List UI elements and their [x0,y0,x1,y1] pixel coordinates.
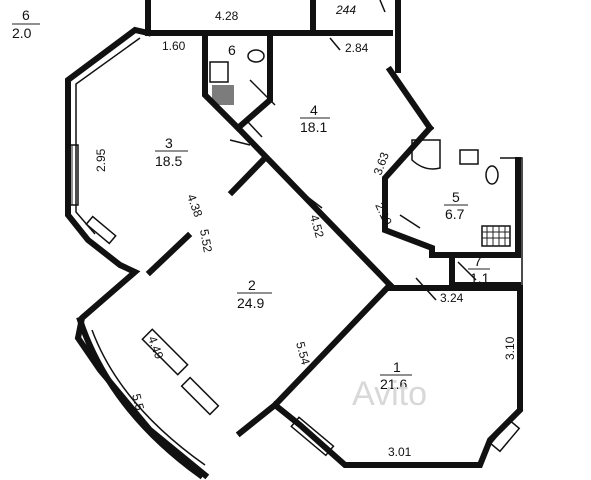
wall-3-2-upper [227,153,270,197]
wall-bath5 [382,123,521,258]
room-5-area: 6.7 [445,206,465,222]
dim-310: 3.10 [503,336,517,360]
wall-balcony-inner [91,329,206,466]
dim-324: 3.24 [440,291,464,305]
windows [65,144,521,457]
wall-bath5-inner [500,157,523,290]
room-7-area: 1.1 [470,270,490,286]
room-3-area: 18.5 [155,153,182,169]
toilet-icon-2 [485,165,499,185]
room-3-number: 3 [165,135,173,151]
shaft [212,85,234,105]
room-1-number: 1 [393,359,401,375]
dim-295: 2.95 [94,148,108,172]
wall-room1 [270,285,523,468]
dim-210: 2.10 [372,200,395,227]
dimension-labels: 4.28 244 1.60 2.84 2.95 3.63 4.38 4.52 5… [94,3,517,459]
walls [65,0,523,480]
room-labels: 6 2.0 6 4 18.1 3 18.5 5 6.7 7 1.1 2 24.9… [12,7,490,392]
room-4-number: 4 [310,102,318,118]
dim-449: 4.49 [145,334,166,361]
fixtures [209,49,511,247]
room-6-area: 2.0 [12,25,32,41]
dim-438: 4.38 [184,192,205,219]
wall-left-inner [75,37,141,235]
wc-sink [209,61,229,83]
wall-3-2-lower [145,231,193,277]
dim-160: 1.60 [162,39,186,53]
dim-552: 5.52 [197,228,215,254]
door-ticks [229,0,477,301]
dim-452: 4.52 [307,213,327,239]
window-room1-left [290,416,335,457]
wall-diagonal [233,123,395,290]
wall-balcony-left [76,316,205,480]
room-6-number: 6 [22,7,30,23]
window-room1-right [489,419,521,453]
dim-244: 244 [335,3,356,17]
room-4-area: 18.1 [300,119,327,135]
dim-554: 5.54 [293,340,313,366]
room-5-number: 5 [452,189,460,205]
sink [459,149,479,165]
dim-301: 3.01 [388,445,412,459]
dim-55: 5.5 [129,392,147,412]
dim-284: 2.84 [345,41,369,55]
room-wc-number: 6 [228,42,236,58]
room-2-area: 24.9 [237,295,264,311]
bathtub [411,139,441,170]
watermark: Avito [352,375,427,413]
room-1-area: 21.6 [380,376,407,392]
shower-tray [481,225,511,247]
wall-4-right [385,65,435,133]
room-2-number: 2 [248,277,256,293]
room-7-number: 7 [474,253,482,269]
toilet-icon [247,49,265,63]
dim-428: 4.28 [215,9,239,23]
window-room3-corner [85,215,117,245]
window-room2 [141,328,189,376]
window-room2-b [180,376,220,416]
